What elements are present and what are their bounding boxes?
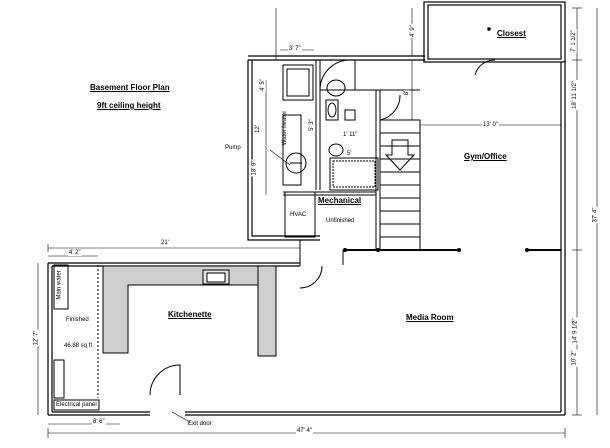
label-water-heater: Water heater (282, 110, 289, 146)
room-label-gym-office: Gym/Office (464, 152, 507, 161)
dimension-label: 37' 4" (592, 206, 599, 224)
dimension-label: 7' 1 1/2" (570, 29, 577, 53)
dimension-label: 13' 0" (482, 122, 499, 128)
dimension-label: 10' 2" (571, 349, 578, 367)
dimension-label: 4' 9" (409, 24, 416, 38)
label-electrical-panel: Electrical panel (56, 402, 97, 408)
room-label-closest: Closest (497, 29, 526, 38)
room-label-mechanical: Mechanical (318, 196, 362, 205)
kitchen-counters (102, 265, 277, 357)
room-area-finished: 46.88 sq ft (64, 343, 93, 349)
staircase (379, 119, 421, 251)
dimension-label: 4' 5" (259, 78, 266, 92)
dimension-label: 8' (404, 89, 411, 97)
label-exit-door: Exit door (188, 421, 212, 427)
room-label-finished: Finished (66, 317, 89, 323)
dimension-label: 3' 7" (288, 46, 302, 52)
dimension-label: 5' (346, 151, 353, 157)
dimension-lines (37, 7, 598, 438)
room-label-unfinished: Unfinished (326, 218, 355, 224)
dimension-label: 1' 11" (342, 132, 359, 138)
plan-subtitle: 9ft ceiling height (97, 101, 161, 110)
dimension-label: 12' (254, 124, 261, 134)
dimension-label: 47' 4" (296, 428, 313, 434)
dimension-label: 4' 2" (68, 250, 82, 256)
dimension-label: 5' 3" (308, 118, 315, 132)
label-pump: Pump (225, 145, 241, 151)
interior-walls (53, 59, 561, 411)
dimension-label: 14' 9 1/2" (572, 317, 579, 345)
dimension-label: 18' 9" (251, 159, 258, 177)
room-label-media-room: Media Room (406, 313, 454, 322)
dimension-label: 12' 7" (33, 329, 40, 347)
dimension-label: 18' 11 1/2" (571, 80, 578, 110)
plan-title: Basement Floor Plan (90, 83, 170, 92)
dimension-label: 21' (160, 240, 170, 246)
room-label-kitchenette: Kitchenette (168, 310, 212, 319)
dimension-label: 8' 6" (92, 419, 106, 425)
label-main-water: Main water (56, 270, 63, 300)
label-hvac: HVAC (290, 212, 307, 218)
